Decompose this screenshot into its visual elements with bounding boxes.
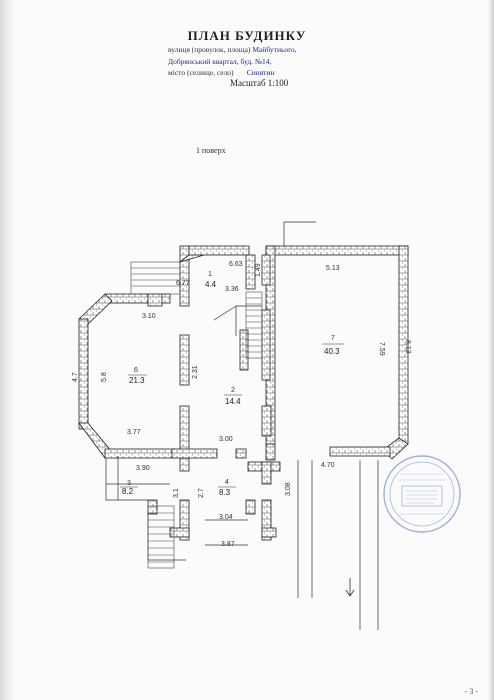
dim-3-36: 3.36 [225,286,239,293]
dim-2-31: 2.31 [192,365,199,379]
dimension-labels: 6.63 3.36 6.77 1.49 5.13 3.10 4.7 5.8 2.… [72,261,411,548]
document-title: ПЛАН БУДИНКУ [187,28,307,43]
thin-lines [105,221,379,630]
dim-3-00: 3.00 [219,436,233,443]
scan-shadow-right [488,0,494,700]
room-4-area: 40.3 [324,347,340,356]
room-2-area: 21.3 [129,376,145,385]
address-line-2: Добрянський квартал, буд. №14, [168,57,272,66]
stairs-internal [245,291,263,359]
scan-shadow-left [0,0,14,700]
room-5-area: 8.2 [122,487,134,496]
wall-group-big-room [265,245,409,461]
wall-group-center [147,245,281,541]
dim-3-04: 3.04 [219,514,233,521]
room-1-number: 1 [208,271,212,278]
dim-3-87: 3.87 [221,541,235,548]
dim-6-63: 6.63 [229,261,243,268]
dim-2-7: 2.7 [198,488,205,498]
room-4-number: 7 [331,335,335,342]
dim-6-77: 6.77 [176,280,190,287]
dim-1-49: 1.49 [255,263,262,277]
dim-3-77: 3.77 [127,429,141,436]
dim-3-90: 3.90 [136,465,150,472]
dim-5-8: 5.8 [101,372,108,382]
arrow-down-icon [345,578,355,597]
address-line-3: місто (селище, село) Синятин [168,68,275,77]
dim-5-13: 5.13 [326,265,340,272]
room-2-number: 6 [134,367,138,374]
dim-3-1: 3.1 [173,488,180,498]
dim-4-7: 4.7 [72,372,79,382]
room-1-area: 4.4 [205,280,217,289]
floor-label: 1 поверх [196,146,226,155]
dim-4-70: 4.70 [321,462,335,469]
page-number: - 3 - [464,687,478,696]
dim-3-08: 3.08 [285,482,292,496]
room-6-area: 8.3 [219,488,231,497]
dim-3-10: 3.10 [142,313,156,320]
address-line-1: вулиця (провулок, площа) Майбутнього, [168,45,297,54]
dim-8-13: 8.13 [404,340,411,354]
room-3-number: 2 [231,387,235,394]
stairs-bottom [147,505,175,569]
room-labels: 1 4.4 6 21.3 2 14.4 7 40.3 3 8.2 4 8.3 [120,271,344,497]
official-seal-stamp [383,455,461,533]
room-5-number: 3 [127,480,131,487]
scale-label: Масштаб 1:100 [230,78,289,88]
stairs-entrance [130,261,181,295]
room-6-number: 4 [225,479,229,486]
dim-7-59: 7.59 [378,342,385,356]
room-3-area: 14.4 [225,397,241,406]
